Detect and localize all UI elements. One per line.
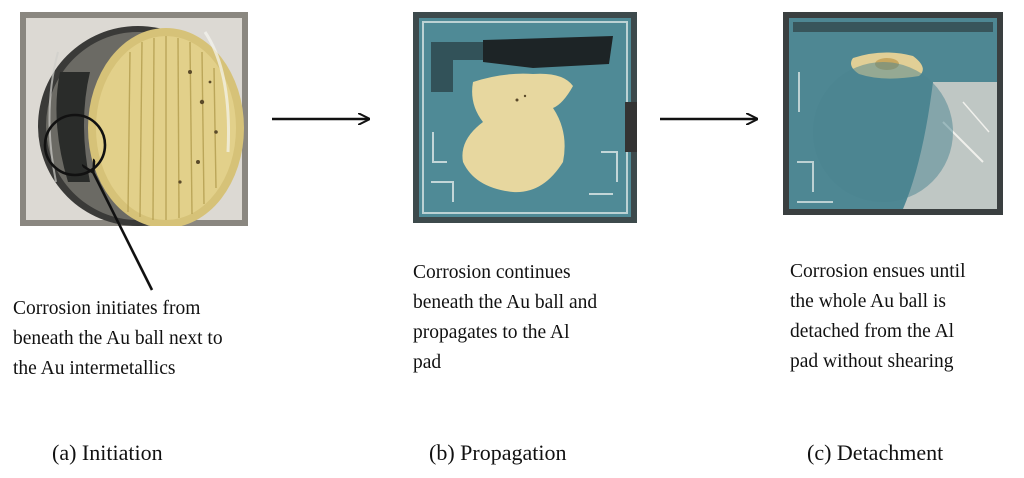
initiation-description: Corrosion initiates from beneath the Au … [13, 294, 313, 384]
pointer-arrow [92, 170, 152, 290]
detachment-description: Corrosion ensues until the whole Au ball… [790, 257, 1020, 377]
detachment-caption: (c) Detachment [807, 440, 943, 466]
corrosion-highlight-circle [45, 115, 105, 175]
initiation-caption: (a) Initiation [52, 440, 163, 466]
propagation-caption: (b) Propagation [429, 440, 566, 466]
propagation-description: Corrosion continues beneath the Au ball … [413, 258, 673, 378]
